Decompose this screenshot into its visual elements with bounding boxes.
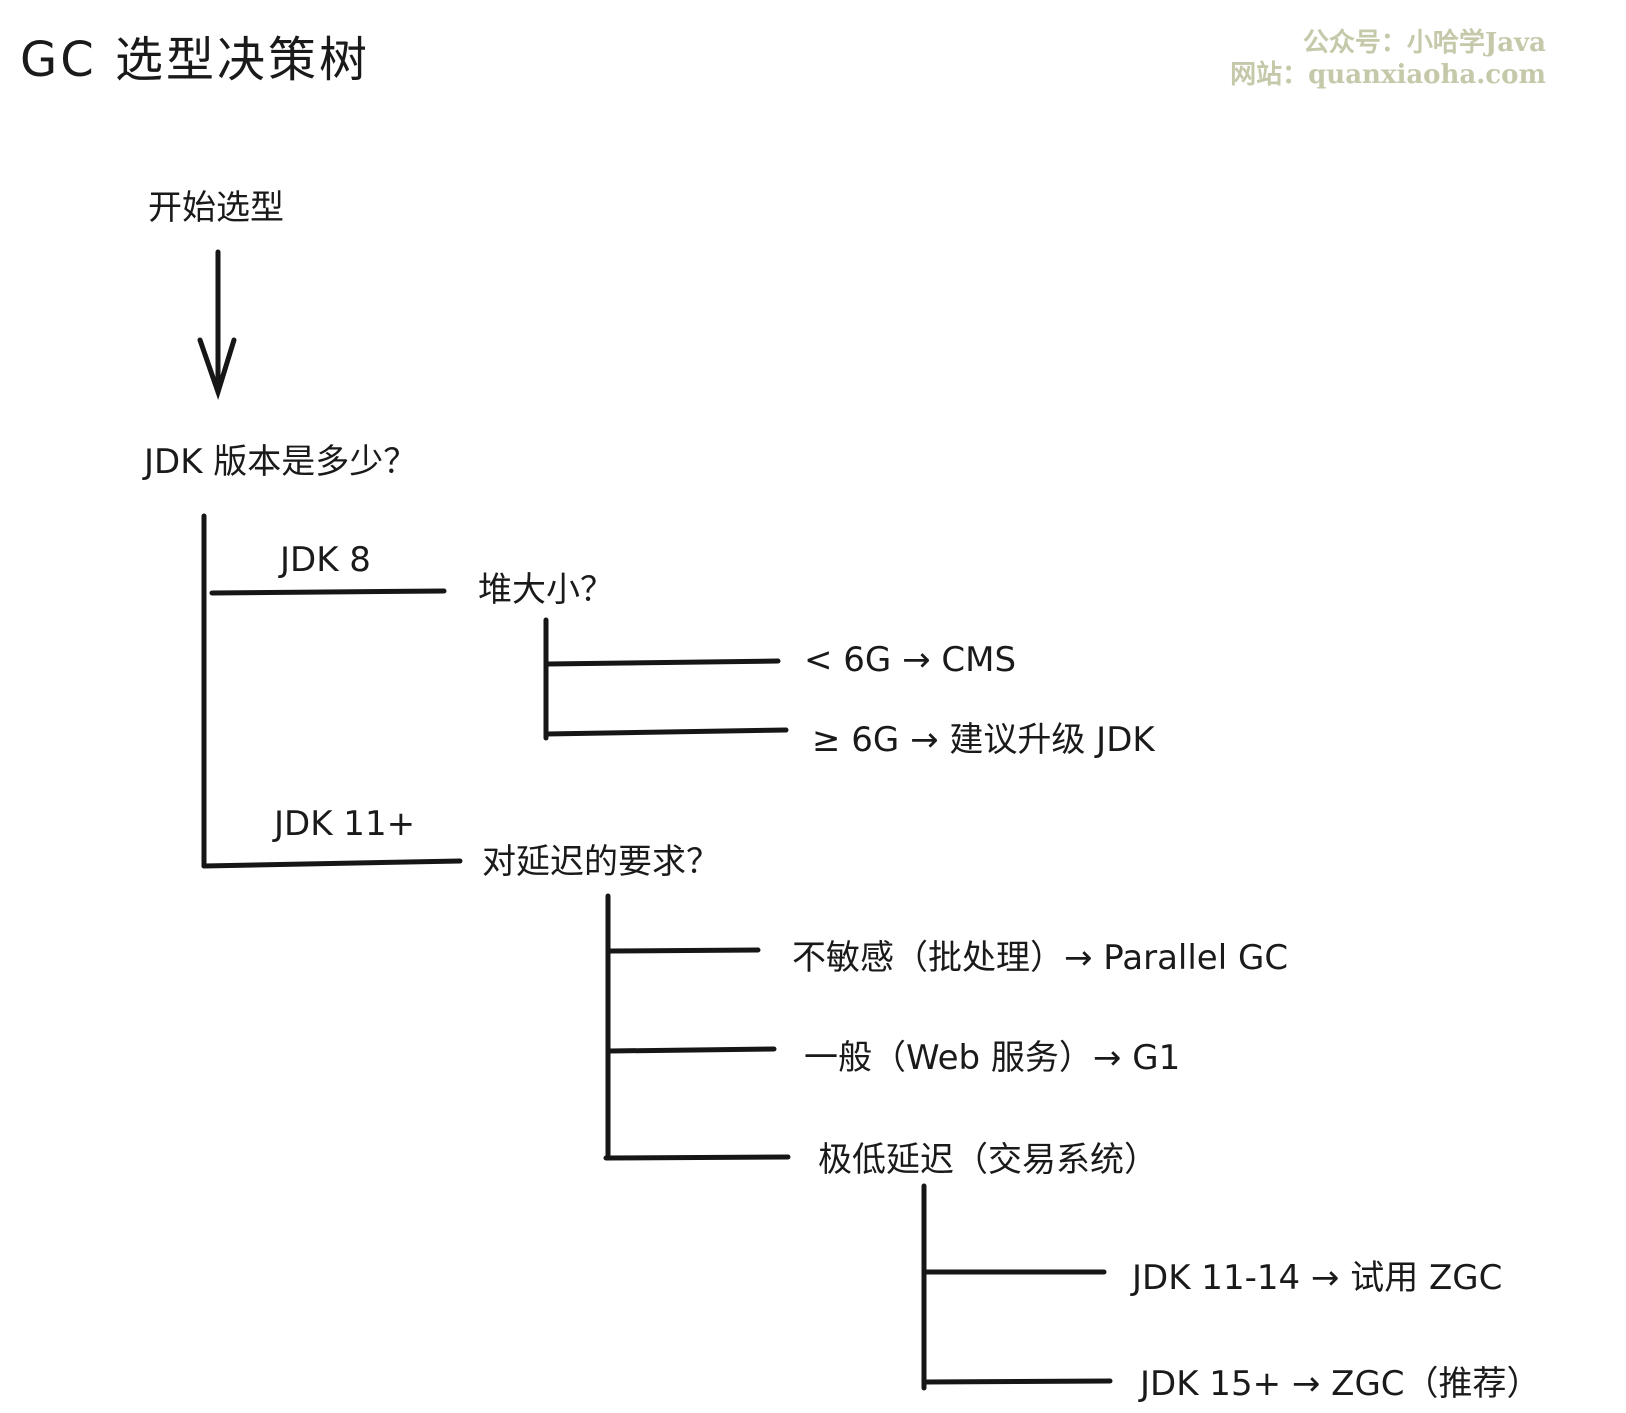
latency-low-line xyxy=(603,1154,791,1161)
jdk8-branch-label: JDK 8 xyxy=(280,540,371,580)
heap-small-result: < 6G → CMS xyxy=(804,640,1017,680)
latency-insensitive-line xyxy=(607,947,761,954)
zgc-recommended-line xyxy=(923,1378,1113,1385)
latency-insensitive-result: 不敏感（批处理）→ Parallel GC xyxy=(792,938,1289,978)
latency-normal-result: 一般（Web 服务）→ G1 xyxy=(804,1038,1181,1078)
jdk-version-question: JDK 版本是多少？ xyxy=(144,442,418,482)
start-arrow-head xyxy=(197,337,237,401)
watermark-account: 公众号：小哈学Java xyxy=(1302,28,1546,58)
heap-small-line xyxy=(545,658,781,667)
latency-normal-line xyxy=(607,1046,777,1054)
zgc-try-result: JDK 11-14 → 试用 ZGC xyxy=(1132,1258,1503,1298)
heap-size-question: 堆大小？ xyxy=(478,570,614,610)
jdk8-branch-line xyxy=(209,588,447,596)
watermark-website: 网站：quanxiaoha.com xyxy=(1230,60,1546,90)
latency-question: 对延迟的要求？ xyxy=(482,842,720,882)
heap-large-line xyxy=(543,727,789,737)
start-node: 开始选型 xyxy=(148,188,284,228)
latency-low-node: 极低延迟（交易系统） xyxy=(818,1140,1158,1180)
heap-large-result: ≥ 6G → 建议升级 JDK xyxy=(812,720,1155,760)
page-title: GC 选型决策树 xyxy=(20,32,370,88)
jdk11-branch-line xyxy=(201,858,463,869)
zgc-recommended-result: JDK 15+ → ZGC（推荐） xyxy=(1140,1364,1541,1404)
jdk11-branch-label: JDK 11+ xyxy=(274,804,416,844)
